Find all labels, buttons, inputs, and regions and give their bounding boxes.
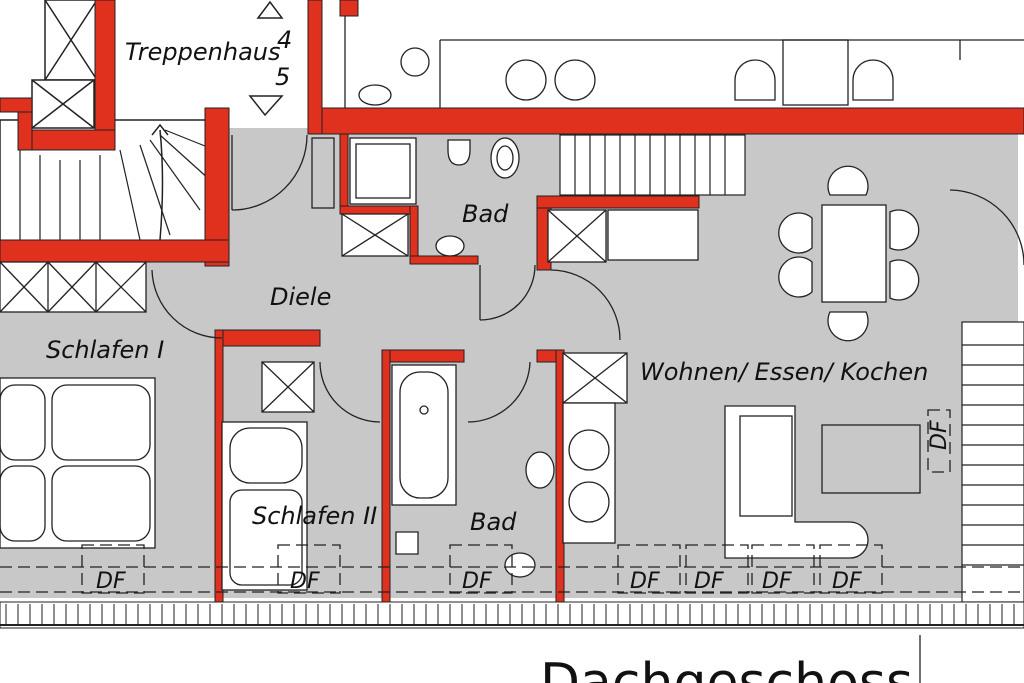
dining-set	[778, 165, 920, 342]
df-marker: DF	[462, 569, 492, 594]
door-swings	[151, 134, 1024, 423]
label-step-5: 5	[275, 63, 290, 91]
beds	[0, 377, 308, 591]
df-marker: DF	[832, 569, 862, 594]
label-schlafen-2: Schlafen II	[252, 502, 377, 530]
bottom-wall	[0, 601, 1024, 629]
label-bad-top: Bad	[462, 200, 509, 228]
label-step-4: 4	[277, 26, 292, 54]
closet-row	[0, 261, 147, 313]
kitchen-stair	[559, 134, 746, 196]
df-marker: DF	[927, 420, 952, 450]
df-marker: DF	[96, 569, 126, 594]
bath-bottom-fixtures	[391, 364, 555, 578]
label-wohnen: Wohnen/ Essen/ Kochen	[640, 358, 928, 386]
kitchen-units	[261, 209, 699, 544]
df-marker: DF	[630, 569, 660, 594]
df-marker: DF	[762, 569, 792, 594]
label-diele: Diele	[270, 283, 331, 311]
label-bad-bottom: Bad	[470, 508, 517, 536]
df-marker: DF	[290, 569, 320, 594]
right-staircase	[961, 321, 1024, 603]
upper-area	[344, 0, 1024, 110]
label-treppenhaus: Treppenhaus	[125, 38, 281, 66]
df-marker: DF	[694, 569, 724, 594]
sofa	[724, 405, 921, 559]
floor-title: Dachgeschoss	[540, 653, 913, 683]
stair-arrow-icon	[248, 0, 284, 117]
bath-top-fixtures	[311, 137, 520, 257]
roof-line	[0, 409, 1024, 594]
label-schlafen-1: Schlafen I	[46, 336, 164, 364]
wall-hatching	[5, 604, 1015, 624]
shaft	[31, 0, 98, 129]
